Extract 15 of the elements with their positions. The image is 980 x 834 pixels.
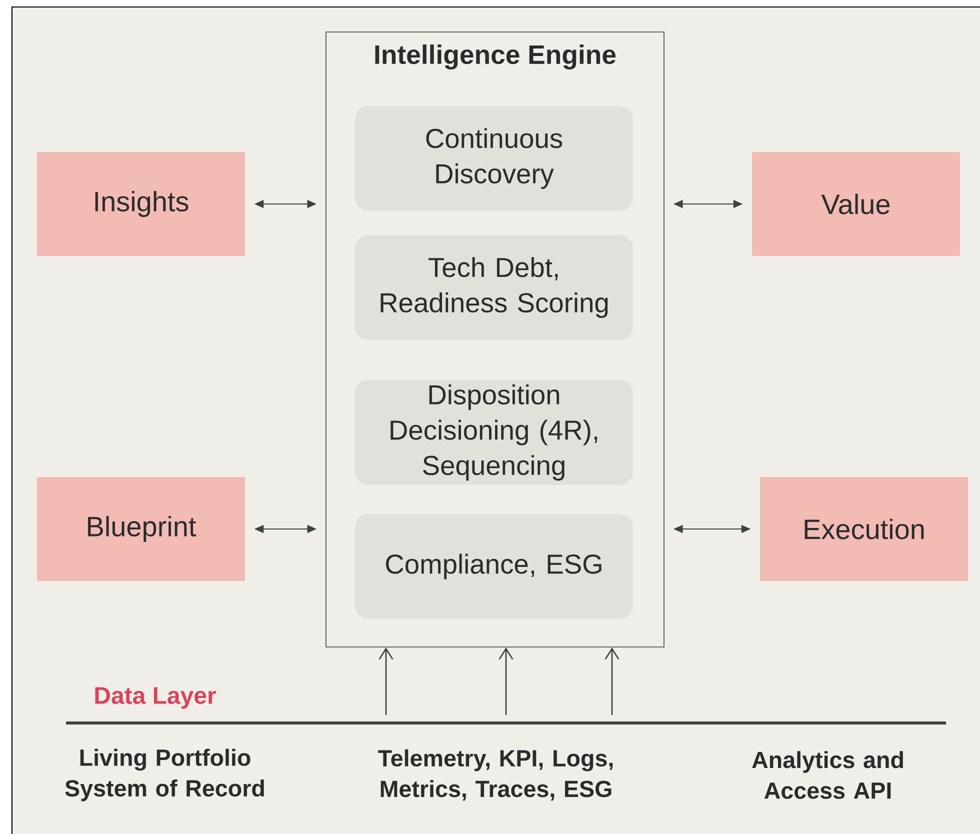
- caption-text: Living Portfolio System of Record: [65, 748, 264, 802]
- caption-text: Telemetry, KPI, Logs, Metrics, Traces, ESG: [378, 749, 613, 801]
- process-box: Compliance, ESG: [355, 514, 634, 619]
- process-box: Disposition Decisioning (4R), Sequencing: [355, 380, 634, 485]
- section-label: Data Layer: [95, 687, 216, 709]
- arrow: [378, 647, 394, 715]
- process-box: Continuous Discovery: [355, 106, 634, 211]
- arrow: [604, 647, 620, 715]
- arrow: [498, 647, 514, 715]
- process-box: Tech Debt, Readiness Scoring: [355, 234, 634, 340]
- stage-box: Insights: [37, 152, 245, 256]
- caption-text: Analytics and Access API: [752, 751, 903, 799]
- stage-box: Blueprint: [37, 477, 245, 581]
- stage-box: Execution: [760, 477, 968, 581]
- stage-box: Value: [752, 152, 960, 256]
